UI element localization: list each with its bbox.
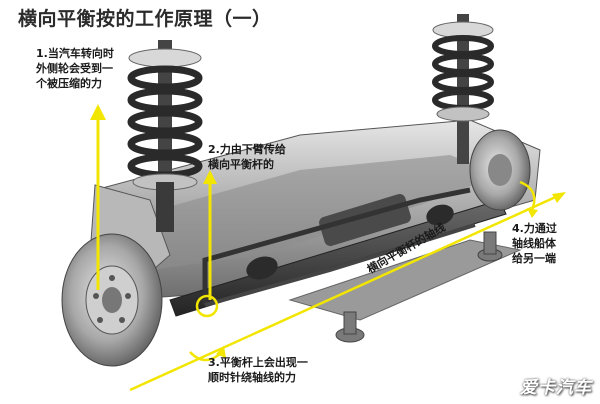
far-end-twist-arrow-head [527, 208, 538, 218]
callout-3-line-1: 3.平衡杆上会出现一 [208, 356, 308, 369]
page-title: 横向平衡按的工作原理（一） [18, 8, 272, 30]
callout-2: 2.力由下臂传给 横向平衡杆的 [208, 142, 286, 172]
callout-2-line-2: 横向平衡杆的 [208, 158, 274, 171]
steering-rack [169, 193, 507, 317]
watermark-logo: 爱卡汽车 [520, 378, 592, 398]
callout-3-line-2: 顺时针绕轴线的力 [208, 371, 296, 384]
callout-1-line-2: 外侧轮会受到一 [36, 62, 113, 75]
anti-roll-bar [202, 187, 476, 307]
callout-1-line-1: 1.当汽车转向时 [36, 47, 114, 60]
bar-end-marker [195, 294, 219, 318]
callout-4-line-3: 给另一端 [512, 252, 556, 265]
subframe-mounts [335, 231, 503, 343]
right-hub [469, 129, 531, 211]
twist-arrow-head [216, 346, 226, 358]
roll-axis-line [129, 193, 561, 392]
callout-1-line-3: 个被压缩的力 [36, 77, 102, 90]
callout-2-line-1: 2.力由下臂传给 [208, 143, 286, 156]
left-coil-spring [127, 40, 203, 232]
right-coil-spring [432, 14, 494, 164]
callout-4-line-1: 4.力通过 [512, 222, 557, 235]
callout-3: 3.平衡杆上会出现一 顺时针绕轴线的力 [208, 355, 308, 385]
roll-axis-arrowhead [552, 192, 566, 203]
force-arrow-1-head [90, 104, 106, 120]
left-brake-disc [61, 233, 163, 367]
force-arrow-2-head [203, 170, 217, 184]
subframe [94, 119, 541, 321]
far-end-twist-arrow [519, 180, 536, 211]
callout-4-line-2: 轴线船体 [512, 237, 556, 250]
callout-4: 4.力通过 轴线船体 给另一端 [512, 221, 557, 266]
callout-1: 1.当汽车转向时 外侧轮会受到一 个被压缩的力 [36, 46, 114, 91]
